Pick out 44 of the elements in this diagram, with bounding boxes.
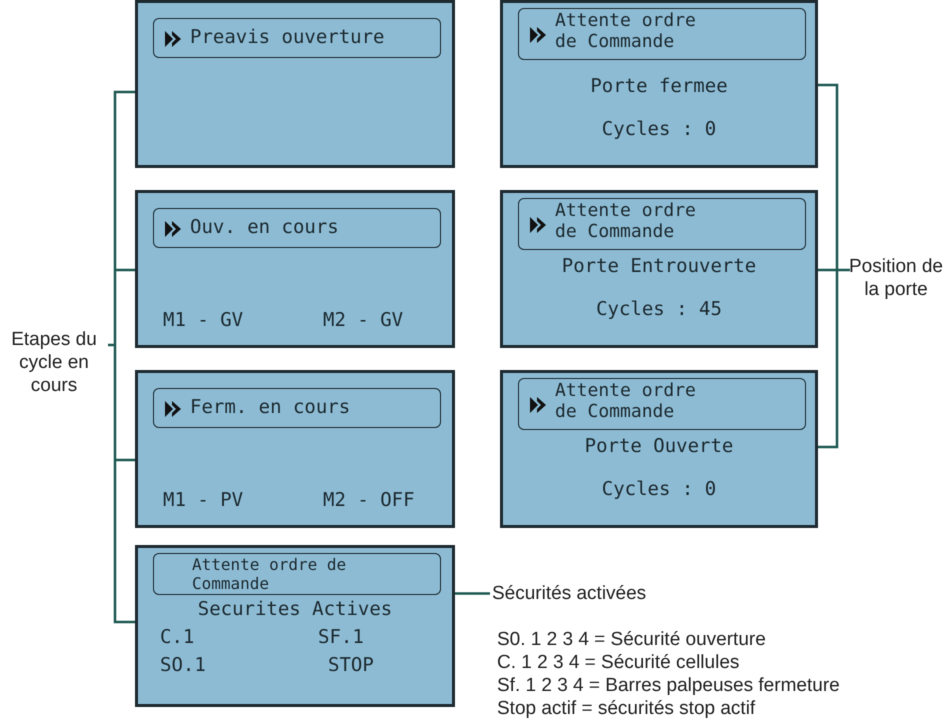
screen-header [153,18,441,58]
screen-header [518,378,806,430]
screen-text: Porte Ouverte [584,435,734,457]
screen-header [153,388,441,428]
leader-line [455,592,490,595]
lcd-screen [135,370,455,528]
header-text: Ouv. en cours [190,217,339,237]
screen-header [518,198,806,250]
screen-text: M1 - PV [163,489,244,511]
header-text: Attente ordre de Commande [555,10,697,52]
screen-text: STOP [328,654,374,676]
bracket-label: Etapes du cycle en cours [10,328,98,397]
lcd-screen [500,190,818,348]
screen-header [518,8,806,60]
screen-text: Cycles : 0 [600,118,718,140]
screen-header [153,208,441,248]
screen-text: Porte fermee [589,75,729,97]
lcd-screen [500,370,818,528]
lcd-screen [135,0,455,168]
lcd-screen [500,0,818,168]
lcd-screen [135,545,455,707]
bracket-label: Position de la porte [848,255,944,301]
lcd-screen [135,190,455,348]
note-text: S0. 1 2 3 4 = Sécurité ouverture [497,628,766,651]
note-text: Sf. 1 2 3 4 = Barres palpeuses fermeture [497,674,840,697]
screen-text: M1 - GV [163,309,244,331]
screen-text: Securites Actives [196,598,394,620]
header-text: Preavis ouverture [190,27,384,47]
screen-text: SF.1 [318,626,364,648]
header-text: Attente ordre de Commande [555,200,697,242]
screen-header [153,553,441,595]
screen-text: Cycles : 45 [595,298,723,320]
screen-text: Cycles : 0 [600,478,718,500]
screen-text: SO.1 [160,654,206,676]
callout-text: Sécurités activées [492,582,646,605]
note-text: Stop actif = sécurités stop actif [497,697,756,720]
screen-text: C.1 [160,626,194,648]
note-text: C. 1 2 3 4 = Sécurité cellules [497,651,740,674]
header-text: Attente ordre de Commande [192,555,348,593]
header-text: Ferm. en cours [190,397,350,417]
screen-text: M2 - GV [323,309,404,331]
screen-text: M2 - OFF [323,489,415,511]
header-text: Attente ordre de Commande [555,380,697,422]
screen-text: Porte Entrouverte [560,255,758,277]
